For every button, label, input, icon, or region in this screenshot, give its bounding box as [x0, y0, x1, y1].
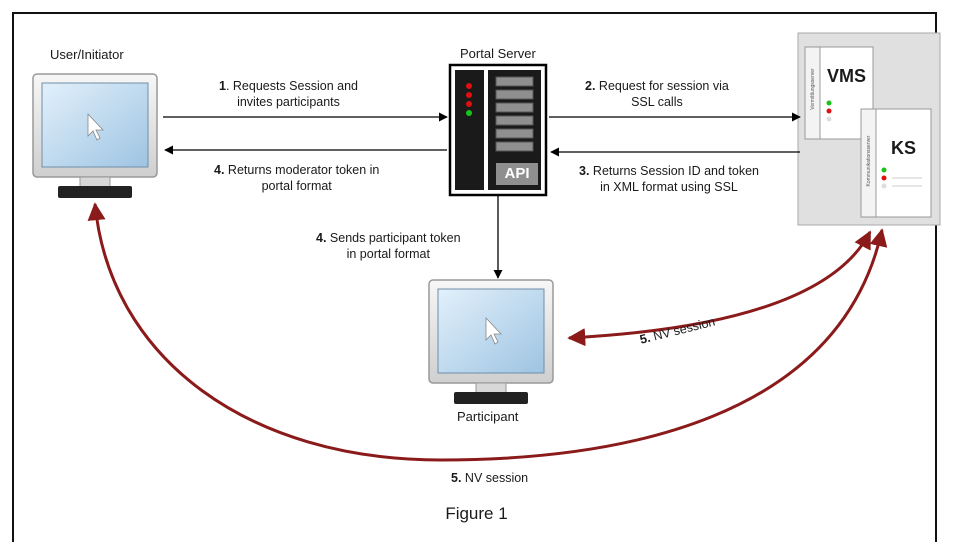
user-monitor-icon	[32, 73, 158, 198]
step4b-line1: Sends participant token	[326, 231, 461, 245]
step2-line2: SSL calls	[631, 95, 683, 109]
step4a-line1: Returns moderator token in	[224, 163, 380, 177]
step4-participant-label: 4. Sends participant token in portal for…	[316, 230, 461, 262]
step1-line2: invites participants	[237, 95, 340, 109]
step4a-line2: portal format	[261, 179, 332, 193]
step5b-number: 5.	[451, 471, 462, 485]
participant-title: Participant	[457, 409, 519, 424]
portal-server-title: Portal Server	[460, 46, 536, 61]
nv-session-arrow-participant	[567, 230, 872, 347]
step3-line2: in XML format using SSL	[600, 180, 738, 194]
step4b-line2: in portal format	[346, 247, 430, 261]
step3-label: 3. Returns Session ID and token in XML f…	[579, 163, 759, 195]
step4b-number: 4.	[316, 231, 327, 245]
step3-number: 3.	[579, 164, 590, 178]
server-cluster	[797, 32, 941, 226]
portal-server-icon	[448, 63, 548, 197]
user-initiator-title: User/Initiator	[50, 47, 124, 62]
step5-user-label: 5. NV session	[451, 470, 528, 486]
vms-label: VMS	[827, 66, 867, 86]
step1-label: 1. Requests Session and invites particip…	[219, 78, 358, 110]
figure-caption: Figure 1	[445, 504, 508, 523]
step2-number: 2.	[585, 79, 596, 93]
ks-side-label: Kommunikationsserver	[866, 135, 872, 187]
ks-server-icon	[860, 108, 932, 218]
step5b-text: NV session	[461, 471, 529, 485]
vms-server-icon	[804, 46, 874, 140]
figure-frame	[12, 12, 937, 542]
step3-line1: Returns Session ID and token	[589, 164, 759, 178]
vms-side-label: Vermittlungsserver	[810, 68, 816, 110]
participant-monitor-icon	[428, 279, 554, 404]
step1-line1: . Requests Session and	[225, 79, 358, 93]
step2-line1: Request for session via	[595, 79, 729, 93]
step2-label: 2. Request for session via SSL calls	[585, 78, 729, 110]
ks-label: KS	[891, 138, 917, 158]
step1-number: 1	[219, 79, 226, 93]
api-label: API	[504, 165, 530, 182]
step4-moderator-label: 4. Returns moderator token in portal for…	[214, 162, 379, 194]
step4a-number: 4.	[214, 163, 225, 177]
nv-session-arrow-user	[87, 202, 888, 462]
